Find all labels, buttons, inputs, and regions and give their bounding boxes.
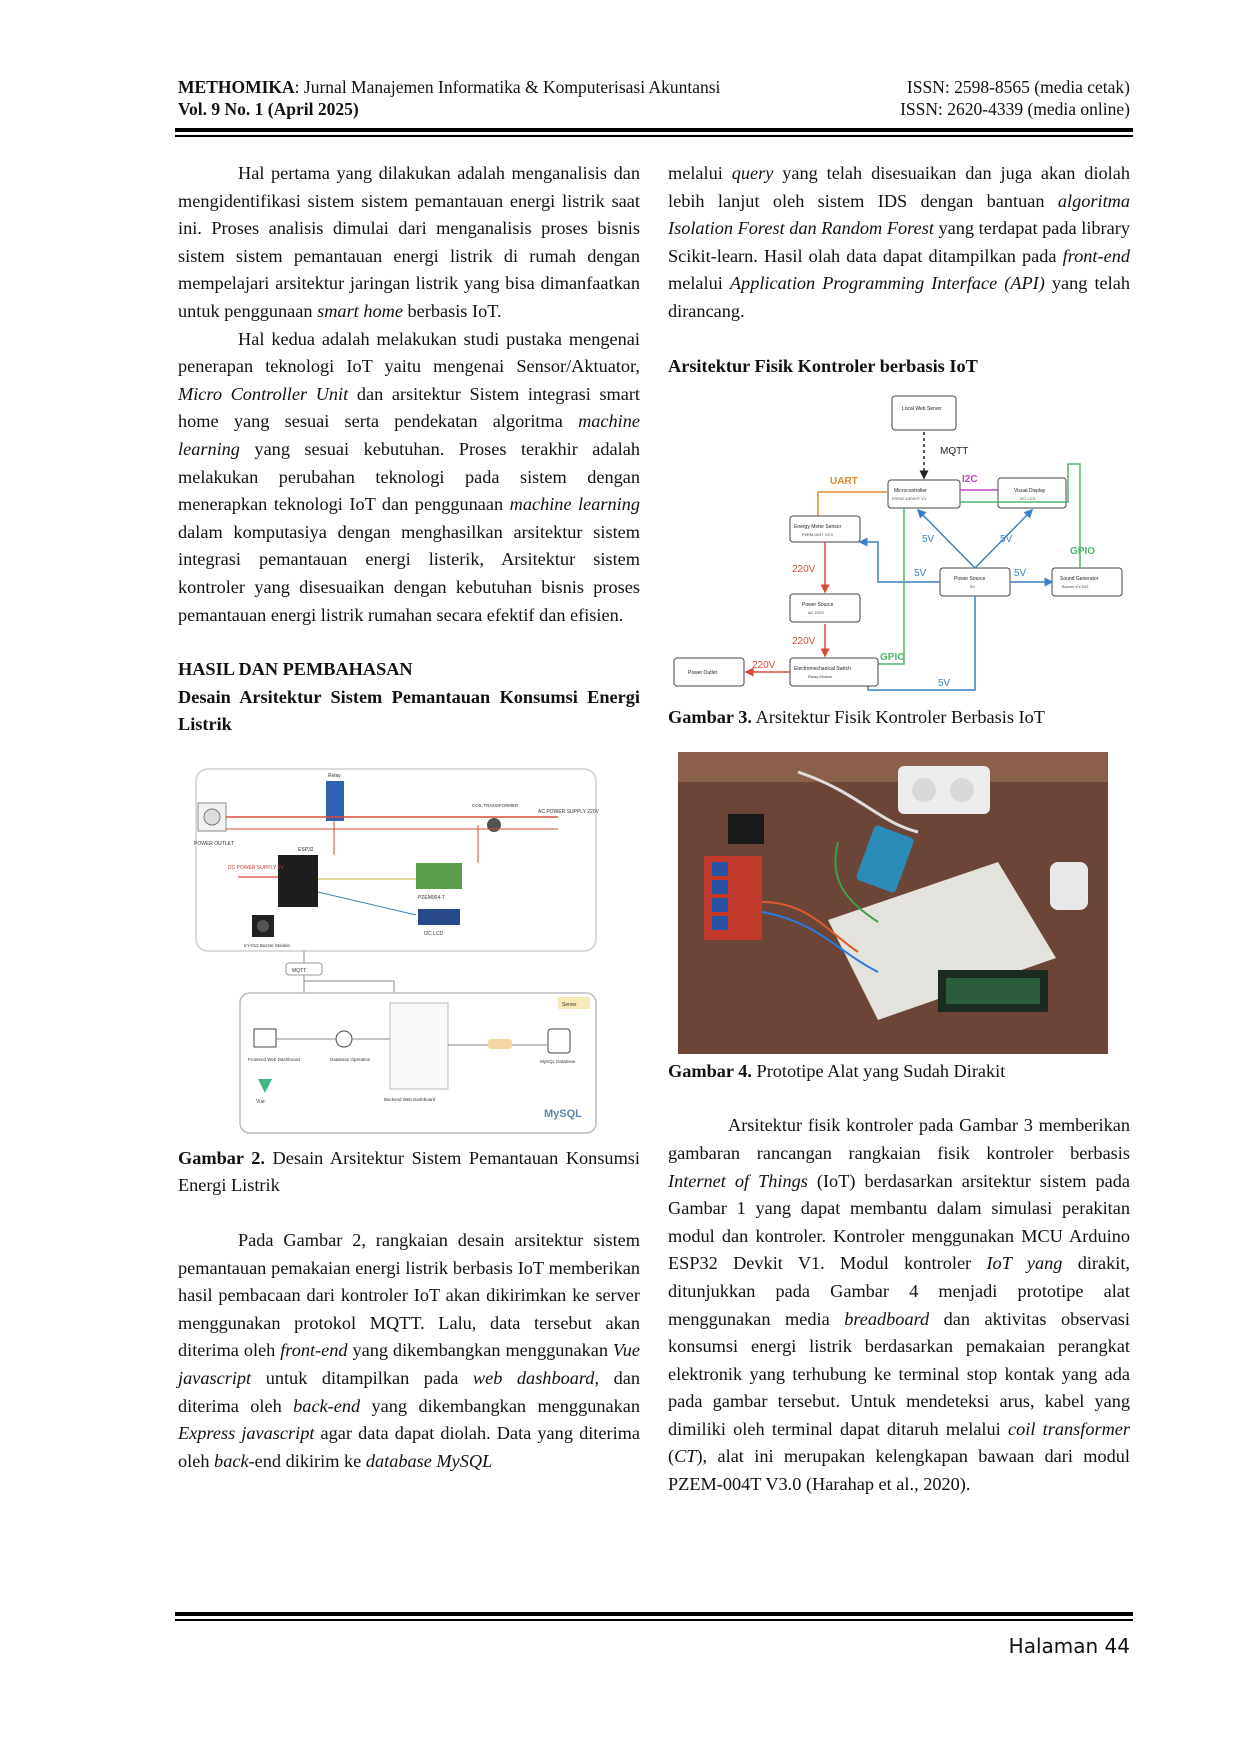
fig3-5v-b: 5V <box>1000 534 1013 545</box>
footer-rule-thin <box>175 1619 1133 1621</box>
fig2-vue-label: Vue <box>256 1099 265 1105</box>
paragraph-continued: melalui query yang telah disesuaikan dan… <box>668 163 1130 321</box>
fig3-gpio-b: GPIO <box>880 652 905 663</box>
fig2-dc-label: DC POWER SUPPLY 5V <box>228 865 284 871</box>
fig3-visual-sub: I2C LCD <box>1020 496 1035 501</box>
fig3-5v-d: 5V <box>1014 568 1027 579</box>
power-strip <box>898 765 990 814</box>
fig3-psrc-label: Power Source <box>954 576 986 582</box>
fig2-esp32-label: ESP32 <box>298 847 314 853</box>
issn-online: ISSN: 2620-4339 (media online) <box>900 99 1130 119</box>
journal-title: METHOMIKA: Jurnal Manajemen Informatika … <box>178 77 721 97</box>
figure-4-photo <box>678 751 1108 1054</box>
figure-3-diagram: Local Web Server MQTT Microcontroller ES… <box>668 392 1130 699</box>
prototype-photo-svg <box>678 751 1108 1054</box>
figure-3-caption: Gambar 3. Arsitektur Fisik Kontroler Ber… <box>668 707 1045 728</box>
figure-4-caption: Gambar 4. Prototipe Alat yang Sudah Dira… <box>668 1060 1006 1081</box>
fig3-220v-c: 220V <box>752 660 776 671</box>
fig2-buzzer-label: KY-012 Buzzer Module <box>244 943 290 948</box>
paragraph-4: Arsitektur fisik kontroler pada Gambar 3… <box>668 1115 1131 1495</box>
footer-rule-thick <box>175 1612 1133 1616</box>
fig2-mysqldb-label: MySQL Database <box>540 1059 576 1064</box>
fig2-server-label: Server <box>562 1002 577 1008</box>
fig3-220v-a: 220V <box>792 564 816 575</box>
header-rule-thin <box>175 135 1133 137</box>
running-header: METHOMIKA: Jurnal Manajemen Informatika … <box>178 76 1130 120</box>
fig2-relay-label: Relay <box>328 773 341 779</box>
fig3-psac-sub: AC 220V <box>808 610 824 615</box>
fig2-outlet-label: POWER OUTLET <box>194 841 234 847</box>
paragraph-2: Hal kedua adalah melakukan studi pustaka… <box>178 328 640 625</box>
fig3-localweb-label: Local Web Server <box>902 406 942 412</box>
breadboard <box>828 861 1056 1020</box>
mysql-logo: MySQL <box>544 1108 582 1120</box>
fig3-outlet-label: Power Outlet <box>688 670 718 676</box>
system-architecture-svg: POWER OUTLET Relay COIL TRANSFORMER AC P… <box>194 768 600 1134</box>
fig2-dbop-label: Database Operation <box>330 1057 371 1062</box>
header-rule-thick <box>175 128 1133 132</box>
fig3-220v-b: 220V <box>792 636 816 647</box>
relay-module-icon <box>326 780 344 821</box>
vue-logo-icon <box>258 1078 272 1093</box>
fig3-relay-label: Electromechanical Switch <box>794 666 851 672</box>
fig2-mqtt-label: MQTT <box>292 968 306 974</box>
fig2-coil-label: COIL TRANSFORMER <box>472 803 519 808</box>
fig3-energy-label: Energy Meter Sensor <box>794 524 842 530</box>
figure-2-caption: Gambar 2. Desain Arsitektur Sistem Peman… <box>178 1147 640 1196</box>
fig3-5v-e: 5V <box>938 678 951 689</box>
fig3-i2c-label: I2C <box>962 474 978 485</box>
fig2-ac-label: AC POWER SUPPLY 220V <box>538 809 600 815</box>
fig3-sound-label: Sound Generator <box>1060 576 1099 582</box>
fig3-visual-label: Visual Display <box>1014 488 1046 494</box>
fig2-frontend-label: Frontend Web Dashboard <box>248 1057 300 1062</box>
issn-print: ISSN: 2598-8565 (media cetak) <box>906 77 1130 97</box>
figure-2-diagram: POWER OUTLET Relay COIL TRANSFORMER AC P… <box>178 766 640 1143</box>
pzem-module-icon <box>416 862 462 889</box>
fig3-uart-label: UART <box>830 476 858 487</box>
fig3-relay-sub: Relay Module <box>808 674 833 679</box>
volume-info: Vol. 9 No. 1 (April 2025) <box>178 99 359 119</box>
fig2-lcd-label: I2C LCD <box>424 931 444 937</box>
fig3-micro-label: Microcontroller <box>894 488 927 494</box>
fig3-5v-a: 5V <box>922 534 935 545</box>
left-column: Hal pertama yang dilakukan adalah mengan… <box>178 160 640 1475</box>
fig3-energy-sub: PZEM-004T V3.0 <box>802 532 834 537</box>
fig2-backend-label: Backend Web Dashboard <box>384 1097 436 1102</box>
fig3-psrc-sub: 5V <box>970 584 975 589</box>
physical-architecture-svg: Local Web Server MQTT Microcontroller ES… <box>673 395 1123 691</box>
fig3-micro-sub: ESP32-DEVKIT V1 <box>892 496 927 501</box>
fig3-mqtt-label: MQTT <box>940 446 968 457</box>
fig3-5v-c: 5V <box>914 568 927 579</box>
fig3-psac-label: Power Source <box>802 602 834 608</box>
esp32-board-icon <box>278 854 318 907</box>
paragraph-3: Pada Gambar 2, rangkaian desain arsitekt… <box>178 1230 641 1471</box>
page-number: Halaman 44 <box>1008 1634 1130 1658</box>
right-column: melalui query yang telah disesuaikan dan… <box>668 160 1130 1499</box>
subsection-heading-desain: Desain Arsitektur Sistem Pemantauan Kons… <box>178 686 640 735</box>
paragraph-1: Hal pertama yang dilakukan adalah mengan… <box>178 163 640 321</box>
subsection-heading-fisik: Arsitektur Fisik Kontroler berbasis IoT <box>668 355 978 376</box>
section-heading-hasil: HASIL DAN PEMBAHASAN <box>178 659 413 680</box>
fig3-gpio-a: GPIO <box>1070 546 1095 557</box>
fig3-sound-sub: Buzzer KY-012 <box>1062 584 1089 589</box>
fig2-pzem-label: PZEM004-T <box>418 895 445 901</box>
